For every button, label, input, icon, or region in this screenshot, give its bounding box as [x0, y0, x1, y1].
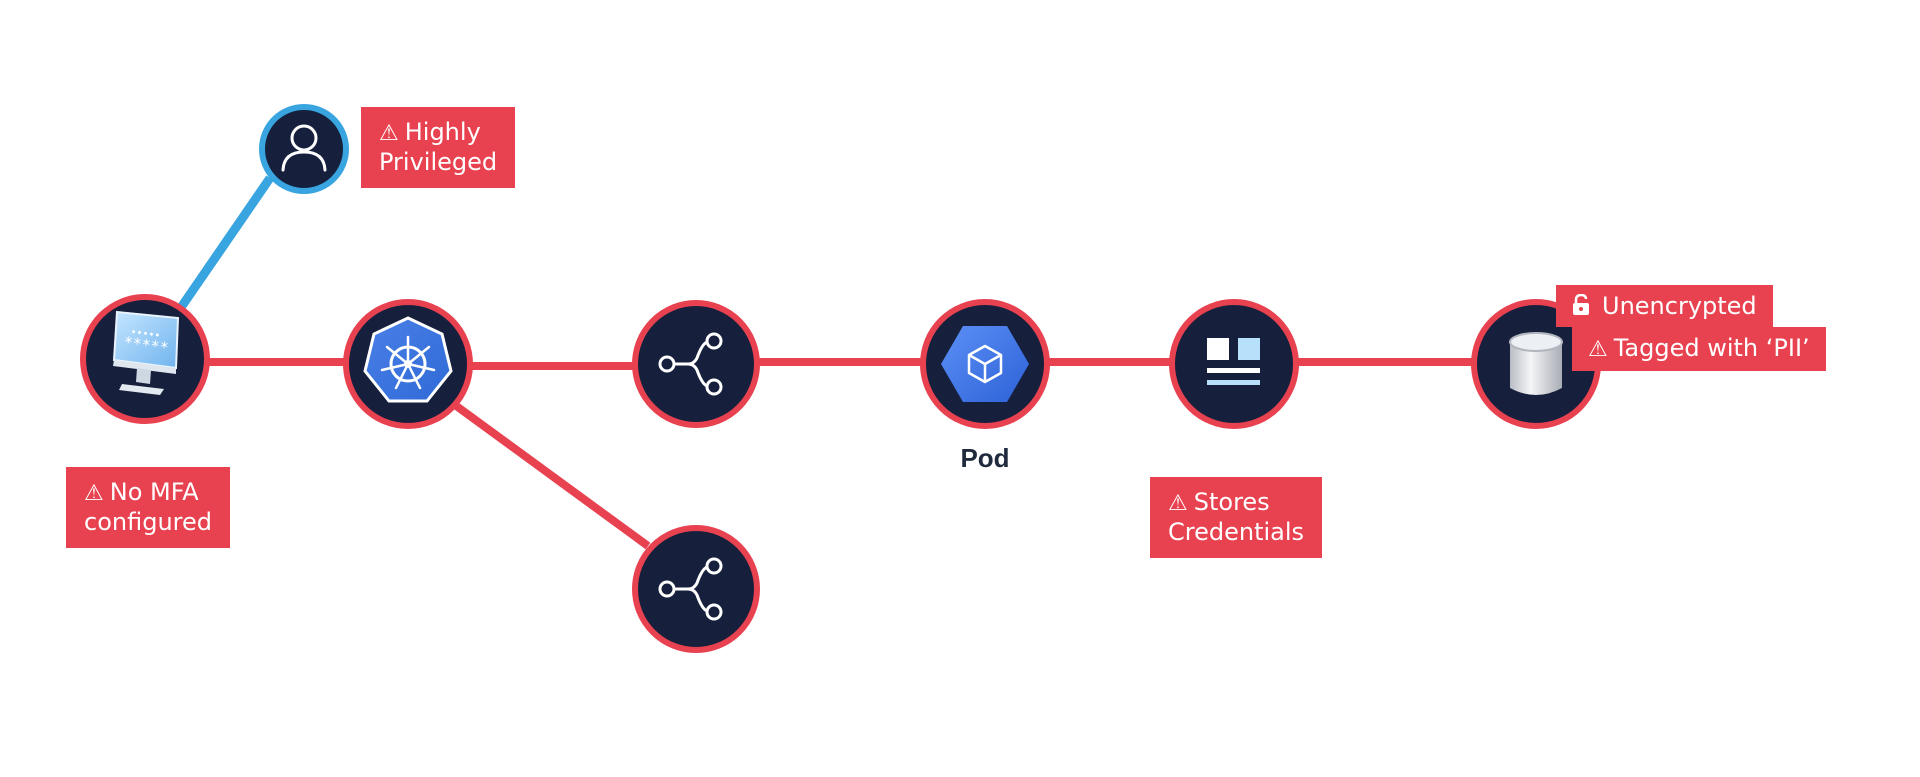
unencrypted-badge: Unencrypted	[1556, 285, 1773, 327]
edge-vm-admin	[178, 175, 274, 309]
secrets-icon	[1207, 338, 1260, 385]
pod-node[interactable]	[920, 299, 1050, 429]
share-icon	[658, 557, 723, 621]
no-mfa-badge: ⚠No MFA configured	[66, 467, 230, 548]
pod-label: Pod	[960, 443, 1010, 473]
admin-node[interactable]	[259, 104, 349, 194]
warning-icon: ⚠	[379, 121, 399, 146]
kubernetes-icon	[363, 316, 453, 403]
edge-k8s-svc2	[452, 401, 651, 550]
vm-node[interactable]: ***** •••••	[80, 294, 210, 424]
highly-privileged-badge: ⚠Highly Privileged	[361, 107, 516, 188]
share-icon	[658, 332, 723, 396]
secrets-node[interactable]	[1169, 299, 1299, 429]
edges	[178, 175, 1480, 550]
k8s-node[interactable]	[343, 299, 473, 429]
warning-icon: ⚠	[1168, 491, 1188, 516]
warning-icon: ⚠	[1588, 337, 1608, 362]
user-icon	[281, 124, 327, 172]
unlock-icon	[1573, 294, 1589, 315]
database-icon	[1509, 332, 1563, 395]
bucket-node[interactable]	[1471, 299, 1601, 429]
svg-text:•••••: •••••	[130, 327, 161, 342]
pod-icon	[941, 326, 1029, 402]
service-node-1[interactable]	[632, 300, 760, 428]
monitor-icon: ***** •••••	[112, 310, 180, 395]
tagged-pii-badge: ⚠Tagged with ‘PII’	[1572, 327, 1826, 371]
warning-icon: ⚠	[84, 481, 104, 506]
service-node-2[interactable]	[632, 525, 760, 653]
stores-credentials-badge: ⚠Stores Credentials	[1150, 477, 1323, 558]
